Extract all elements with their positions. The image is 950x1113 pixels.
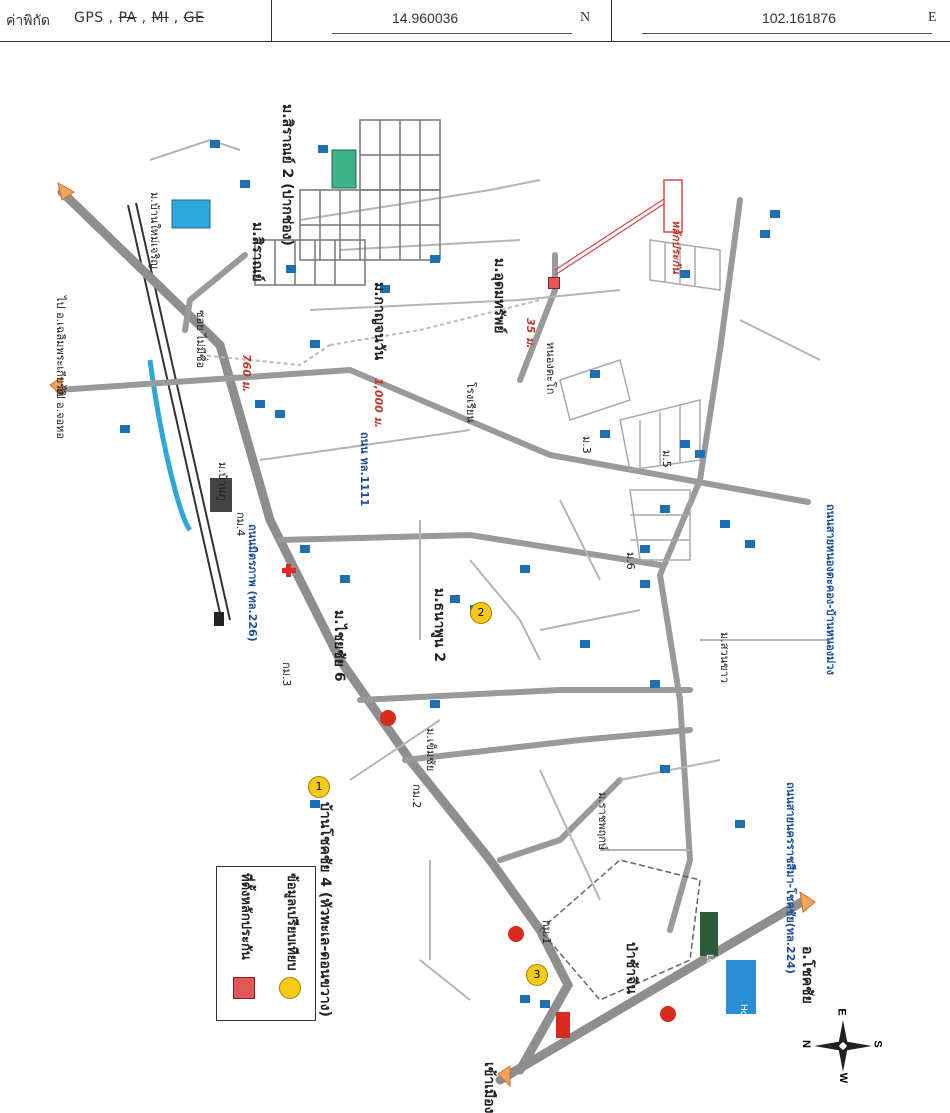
label-km2: กม.2 <box>410 784 423 809</box>
label-km3: กม.3 <box>280 662 293 687</box>
label-to-chalerm: ไป อ.เฉลิมพระเกียรติ <box>54 296 67 397</box>
legend-comparable-label: ข้อมูลเปรียบเทียบ <box>284 873 299 971</box>
lotus-logo <box>700 912 718 956</box>
longitude-underline <box>642 33 932 34</box>
label-to-chokchai-top: ไป อ.จอหอ <box>54 386 67 440</box>
secondary-roads <box>55 197 811 933</box>
label-sirat1: ม.สิราณย์ <box>249 222 265 282</box>
label-sirat2: ม.สิราณย์ 2 (ปากช่อง) <box>279 104 295 246</box>
label-to-chokchai-bottom: อ.โชคชัย <box>799 946 815 1004</box>
label-school: โรงเรียน <box>464 382 477 423</box>
option-pa: PA <box>118 10 137 26</box>
legend-boundary-label: ที่ตั้งหลักประกัน <box>238 873 253 960</box>
village-grid-east <box>559 239 721 561</box>
gps-label-cell: ค่าพิกัด GPS , PA , MI , GE <box>0 0 272 42</box>
pond-north <box>171 199 211 229</box>
label-soi: ซอย ไม่มีชื่อ <box>194 310 207 369</box>
legend-boundary-swatch <box>233 977 255 999</box>
label-homepro: HomePro <box>738 1004 748 1045</box>
comparable-marker-3[interactable]: 3 <box>526 964 548 986</box>
label-chokchai6: ม.ไชยชัย 6 <box>331 610 347 682</box>
label-dist-35: 35 ม. <box>524 318 537 349</box>
option-mi: MI <box>151 10 169 26</box>
location-map[interactable]: ไป อ.เฉลิมพระเกียรติ ไป อ.จอหอ ม.บ้านใหม… <box>0 42 950 1113</box>
compass-icon <box>814 1020 872 1072</box>
label-khemchai: ม.เข็มชัย <box>424 728 437 772</box>
compass-south: S <box>871 1040 884 1048</box>
shell-icon <box>556 1012 570 1038</box>
village-grid-sirat <box>254 119 441 286</box>
label-road-lower: ถนนสายหนองตะคอง-บ้านหนองม่วง <box>824 504 837 675</box>
coordinate-title: ค่าพิกัด <box>6 13 51 29</box>
boundary-marker-box <box>663 179 683 233</box>
label-boundary: หลักประกัน <box>670 220 683 274</box>
map-canvas <box>49 119 830 1088</box>
gps-coordinate-bar: ค่าพิกัด GPS , PA , MI , GE 14.960036 N … <box>0 0 950 42</box>
latitude-cell: 14.960036 N <box>272 0 612 42</box>
label-nongtakhong: หนองตะโก <box>544 342 557 395</box>
canal <box>147 359 193 532</box>
compass-east: E <box>835 1008 848 1016</box>
gps-system-options: GPS , PA , MI , GE <box>74 10 205 26</box>
comparable-marker-2[interactable]: 2 <box>470 602 492 624</box>
label-to-city: เข้าเมือง <box>481 1062 497 1113</box>
edge-arrows <box>49 182 816 1088</box>
boundary-square-marker[interactable] <box>548 277 560 289</box>
label-ban-chok4: บ้านโชคชัย 4 (หัวทะเล-ดอนขวาง) <box>317 802 333 1017</box>
label-pa-ruen: ป่าช้าจีน <box>623 942 639 994</box>
compass-rose: N E S W <box>800 1008 884 1083</box>
label-road-main: ถนนมิตรภาพ (ทล.226) <box>246 524 259 642</box>
label-dist-1000: 1,000 ม. <box>372 378 385 429</box>
label-dist-760: 760 ม. <box>240 354 253 393</box>
label-moo-6: ม.6 <box>624 552 637 570</box>
longitude-cell: 102.161876 E <box>612 0 950 42</box>
label-ratchaphruek: ม.ราชพฤกษ์ <box>596 792 609 851</box>
pond-village <box>331 149 357 189</box>
gas-station-icons <box>380 710 676 1022</box>
label-moo-3: ม.3 <box>580 436 593 454</box>
latitude-underline <box>332 33 572 34</box>
school-building-icon <box>210 478 232 512</box>
road-224 <box>495 895 810 1085</box>
latitude-value: 14.960036 <box>392 10 459 26</box>
label-road-1111: ถนน ทล.1111 <box>358 432 371 507</box>
label-moo-5: ม.5 <box>660 450 673 468</box>
compass-north: N <box>799 1040 812 1048</box>
pa-ruen-area <box>538 859 701 1001</box>
label-lotus: LOTUS <box>704 954 714 984</box>
legend-comparable-swatch <box>279 977 301 999</box>
comparable-marker-1[interactable]: 1 <box>308 776 330 798</box>
option-ge: GE <box>183 10 205 26</box>
label-suan-khao: ม.สวนขาว <box>718 632 731 684</box>
label-ban-phu: ม.บ้านภู <box>216 462 229 501</box>
longitude-value: 102.161876 <box>762 10 836 26</box>
label-km1: กม.1 <box>540 920 553 945</box>
distance-lines <box>199 299 541 367</box>
house-icons <box>120 140 780 1008</box>
hospital-icon <box>282 564 296 577</box>
label-kanchanawan: ม.กาญจนวัน <box>371 282 387 361</box>
gps-system: GPS <box>74 10 104 26</box>
latitude-hemisphere: N <box>580 10 591 25</box>
label-thanaphum2: ม.ธนาพูน 2 <box>431 588 447 662</box>
boundary-pointer <box>554 194 671 276</box>
homepro-logo <box>726 960 756 1014</box>
label-ban-top: ม.บ้านใหม่เจริญ <box>148 192 161 269</box>
map-legend: ที่ตั้งหลักประกัน ข้อมูลเปรียบเทียบ <box>216 866 316 1021</box>
compass-west: W <box>837 1072 850 1084</box>
longitude-hemisphere: E <box>928 10 937 25</box>
label-udomsap: ม.อุดมทรัพย์ <box>491 258 507 334</box>
